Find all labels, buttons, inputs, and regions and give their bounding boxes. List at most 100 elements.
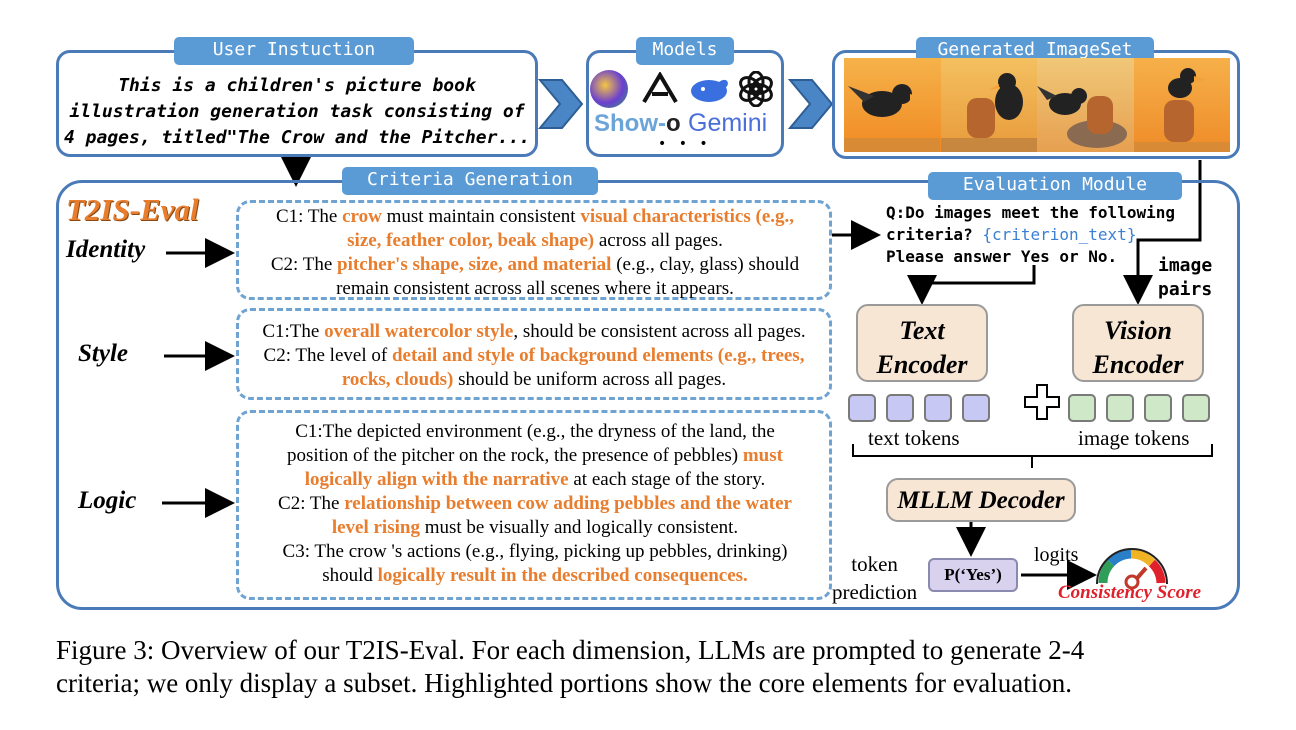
generated-image-2	[940, 58, 1037, 152]
gemini-label: Gemini	[688, 109, 768, 137]
criteria-generation-header: Criteria Generation	[342, 167, 598, 195]
logic-c2-line-2: level rising must be visually and logica…	[240, 516, 830, 540]
deepseek-logo-icon	[689, 74, 733, 104]
mllm-decoder-box: MLLM Decoder	[886, 478, 1076, 522]
user-instruction-header: User Instuction	[174, 37, 414, 65]
identity-c1-line-2: size, feather color, beak shape) across …	[240, 229, 830, 253]
identity-criteria-box	[236, 200, 832, 300]
logic-criteria-box	[236, 410, 832, 600]
text-token-2	[886, 394, 914, 422]
chevron-arrow-2	[787, 79, 834, 129]
image-pairs-line-1: image	[1158, 255, 1213, 276]
generated-image-strip	[844, 58, 1230, 152]
style-c2-hl-2: rocks, clouds)	[341, 369, 454, 390]
logic-c1-hl-1: must	[742, 445, 783, 466]
evaluation-question: Q:Do images meet the following criteria?…	[886, 202, 1175, 268]
style-criteria-text: C1:The overall watercolor style, should …	[238, 320, 830, 392]
token-brace	[852, 444, 1213, 468]
style-c2-part-2: should be uniform across all pages.	[453, 369, 727, 390]
logic-c1-line-3: logically align with the narrative at ea…	[240, 468, 830, 492]
text-token-4	[962, 394, 990, 422]
logic-c1-line-1: C1:The depicted environment (e.g., the d…	[295, 421, 775, 442]
identity-c1-hl-2: visual characteristics (e.g.,	[580, 206, 795, 227]
identity-criteria-text: C1: The crow must maintain consistent vi…	[240, 205, 830, 301]
question-line-3: Please answer Yes or No.	[886, 247, 1118, 266]
style-c1-part-2: , should be consistent across all pages.	[513, 321, 806, 342]
main-frame	[56, 180, 1240, 610]
generated-image-1	[844, 58, 941, 152]
logic-c3-hl: logically result in the described conseq…	[377, 565, 748, 586]
style-c2-part-1: C2: The level of	[263, 345, 392, 366]
logic-c2-line-1: C2: The relationship between cow adding …	[240, 492, 830, 516]
style-c1-hl: overall watercolor style	[324, 321, 514, 342]
image-token-3	[1144, 394, 1172, 422]
instruction-line-2: illustration generation task consisting …	[69, 101, 525, 122]
identity-label: Identity	[66, 236, 146, 263]
show-o-logo-icon	[590, 70, 628, 108]
identity-c2-part-2: (e.g., clay, glass) should	[611, 254, 800, 275]
show-o-label-b: o	[666, 110, 681, 137]
logic-c1-line-2: position of the pitcher on the rock, the…	[240, 444, 830, 468]
style-c1-line: C1:The overall watercolor style, should …	[238, 320, 830, 344]
logic-c2-part-2: must be visually and logically consisten…	[419, 517, 739, 538]
image-pairs-label: image pairs	[1158, 254, 1212, 302]
show-o-label-a: Show-	[594, 110, 666, 137]
question-line-2a: criteria?	[886, 225, 983, 244]
criterion-text-placeholder: {criterion_text}	[982, 225, 1137, 244]
logic-c1-part-1: position of the pitcher on the rock, the…	[287, 445, 743, 466]
logits-label: logits	[1034, 544, 1079, 566]
identity-c2-hl-1: pitcher's shape, size, and material	[337, 254, 612, 275]
image-token-2	[1106, 394, 1134, 422]
identity-c1-part-1: C1: The	[275, 206, 343, 227]
gauge-icon	[1096, 548, 1168, 590]
identity-c1-part-3: across all pages.	[594, 230, 723, 251]
caption-line-2: criteria; we only display a subset. High…	[56, 668, 1072, 698]
text-token-1	[848, 394, 876, 422]
style-c2-hl-1: detail and style of background elements …	[391, 345, 805, 366]
text-tokens-label: text tokens	[868, 426, 960, 450]
image-token-1	[1068, 394, 1096, 422]
logic-c1-part-2: at each stage of the story.	[568, 469, 766, 490]
identity-c1-line-1: C1: The crow must maintain consistent vi…	[240, 205, 830, 229]
more-models-dots: • • •	[658, 136, 712, 152]
image-token-4	[1182, 394, 1210, 422]
logic-c3-part-1: should	[322, 565, 378, 586]
style-label: Style	[78, 340, 128, 367]
vision-encoder-line-1: Vision	[1104, 316, 1172, 345]
user-instruction-box: This is a children's picture book illust…	[56, 50, 538, 157]
vision-encoder-line-2: Encoder	[1092, 350, 1184, 379]
question-to-text-encoder-arrow	[907, 265, 1036, 305]
token-prediction-line-1: token	[851, 552, 898, 576]
question-line-2: criteria? {criterion_text}	[886, 224, 1175, 246]
token-prediction-line-2: prediction	[832, 580, 918, 604]
evaluation-module-header: Evaluation Module	[928, 172, 1182, 200]
image-pairs-line-2: pairs	[1158, 279, 1213, 300]
logic-label: Logic	[78, 487, 137, 514]
openai-logo-icon	[738, 70, 774, 108]
logic-c1-hl-2: logically align with the narrative	[304, 469, 569, 490]
images-to-vision-encoder-arrow	[1123, 160, 1202, 305]
logic-c2-hl-1: relationship between cow adding pebbles …	[344, 493, 792, 514]
chevron-arrow-1	[537, 79, 584, 129]
mistral-logo-icon	[640, 71, 680, 106]
show-o-label: Show-o	[594, 110, 681, 138]
style-c2-line-2: rocks, clouds) should be uniform across …	[238, 368, 830, 392]
identity-c1-hl-3: size, feather color, beak shape)	[347, 230, 595, 251]
identity-c1-hl-1: crow	[342, 206, 382, 227]
instruction-line-1: This is a children's picture book	[118, 75, 476, 96]
generated-image-4	[1133, 58, 1230, 152]
style-c2-line-1: C2: The level of detail and style of bac…	[238, 344, 830, 368]
image-tokens-label: image tokens	[1078, 426, 1190, 450]
logic-c3-line-2: should logically result in the described…	[240, 564, 830, 588]
text-encoder-line-2: Encoder	[876, 350, 968, 379]
identity-c2-part-1: C2: The	[270, 254, 338, 275]
p-yes-box: P(‘Yes’)	[928, 558, 1018, 592]
question-line-1: Q:Do images meet the following	[886, 203, 1175, 222]
vision-encoder-box: Vision Encoder	[1072, 304, 1204, 382]
style-c1-part-1: C1:The	[262, 321, 325, 342]
text-encoder-line-1: Text	[899, 316, 945, 345]
logic-criteria-text: C1:The depicted environment (e.g., the d…	[240, 420, 830, 588]
text-encoder-box: Text Encoder	[856, 304, 988, 382]
models-header: Models	[636, 37, 734, 65]
figure-caption: Figure 3: Overview of our T2IS-Eval. For…	[56, 634, 1256, 700]
